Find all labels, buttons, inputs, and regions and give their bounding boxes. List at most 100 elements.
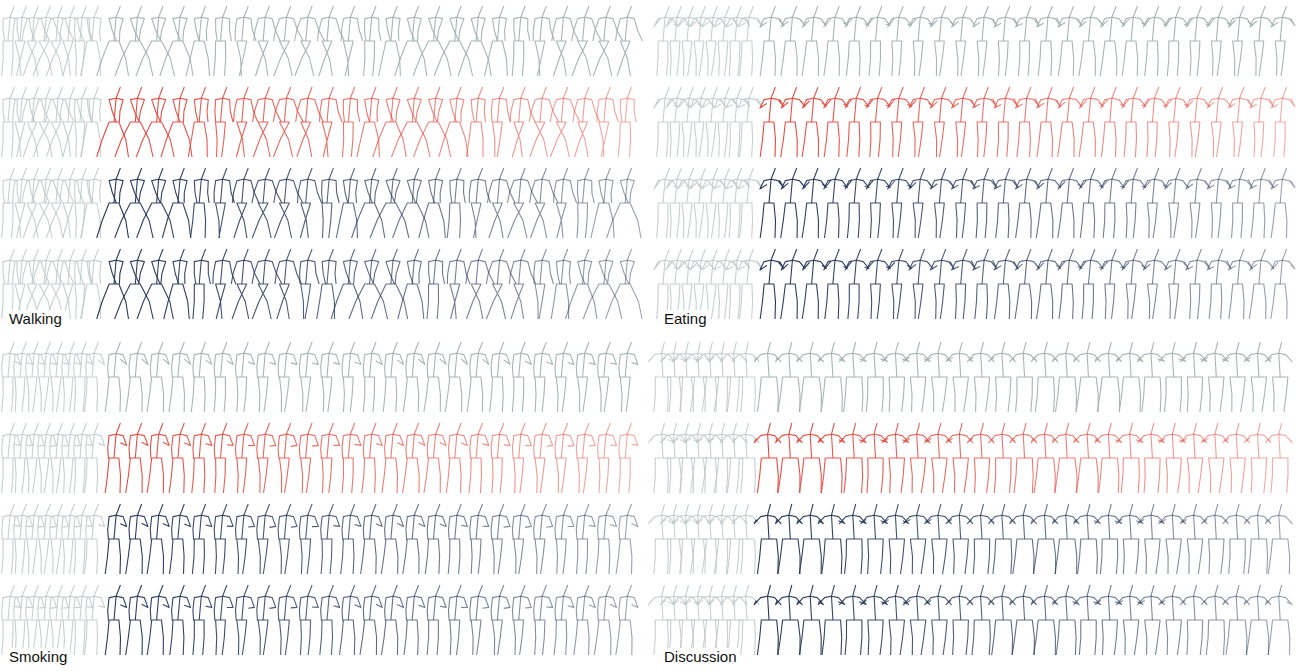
skeleton-limb [193,515,212,540]
skeleton-limb [1211,203,1221,238]
skeleton-limb [105,377,120,412]
skeleton-limb [604,249,610,284]
skeleton-limb [257,515,276,540]
skeleton-limb [342,596,361,621]
skeleton-limb [824,122,839,157]
skeleton-limb [38,515,57,540]
skeleton-limb [760,179,784,189]
skeleton-limb [1101,179,1125,189]
skeleton-limb [497,249,503,284]
skeleton-limb [789,585,792,620]
skeleton-limb [909,98,933,108]
skeleton-limb [231,260,260,284]
skeleton-limb [50,434,69,459]
skeleton-limb [1067,249,1073,284]
skeleton-limb [129,515,148,540]
skeleton-limb [726,377,742,412]
skeleton-limb [257,434,276,459]
skeleton-limb [157,6,163,41]
skeleton-limb [274,203,291,238]
skeleton-limb [996,377,1011,412]
skeleton-limb [199,6,205,41]
action-label: Eating [661,310,710,328]
skeleton-limb [1037,122,1053,157]
skeleton-limb [8,342,14,377]
skeleton-limb [897,249,903,284]
skeleton-limb [2,539,13,574]
skeleton-limb [80,168,86,203]
skeleton-limb [1280,87,1286,122]
skeleton-limb [1002,504,1005,539]
skeleton-limb [170,539,185,574]
skeleton-limb [256,41,269,76]
skeleton-limb [14,434,33,459]
skeleton-limb [152,260,166,284]
skeleton-limb [1279,585,1282,620]
skeleton-limb [799,458,821,493]
skeleton-limb [616,539,632,574]
skeleton-limb [1003,6,1009,41]
skeleton-limb [75,98,93,122]
skeleton-limb [1152,168,1158,203]
skeleton-limb [625,6,631,41]
skeleton-limb [540,585,546,620]
skeleton-limb [812,87,818,122]
skeleton-limb [434,423,440,458]
skeleton-limb [870,122,881,157]
skeleton-limb [86,515,105,540]
skeleton-limb [781,203,798,238]
skeleton-limb [1186,179,1210,189]
skeleton-limb [1079,179,1103,189]
skeleton-limb [234,98,258,122]
skeleton-limb [833,87,839,122]
skeleton-limb [152,98,166,122]
skeleton-limb [892,284,902,319]
skeleton-limb [348,87,354,122]
skeleton-limb [574,122,588,157]
skeleton-limb [476,249,482,284]
skeleton-limb [74,434,93,459]
skeleton-limb [322,179,340,203]
skeleton-limb [976,203,987,238]
skeleton-limb [1023,342,1026,377]
skeleton-limb [714,98,738,108]
skeleton-limb [1195,249,1201,284]
skeleton-limb [938,342,941,377]
skeleton-limb [1216,249,1222,284]
skeleton-limb [322,203,332,238]
skeleton-limb [1271,284,1287,319]
skeleton-limb [20,585,26,620]
skeleton-limb [974,458,989,493]
skeleton-limb [625,87,631,122]
skeleton-limb [812,6,818,41]
skeleton-limb [994,179,1018,189]
skeleton-limb [1034,539,1056,574]
skeleton-limb [760,98,784,108]
skeleton-limb [729,122,740,157]
skeleton-limb [1174,6,1180,41]
skeleton-limb [1099,458,1119,493]
skeleton-limb [1190,41,1200,76]
skeleton-limb [365,179,379,203]
skeleton-limb [616,17,643,41]
skeleton-limb [370,585,376,620]
skeleton-limb [342,458,353,493]
skeleton-limb [737,377,756,412]
skeleton-limb [869,41,880,76]
skeleton-limb [322,377,332,412]
skeleton-limb [876,6,882,41]
skeleton-limb [280,377,290,412]
skeleton-limb [512,434,531,459]
skeleton-limb [848,284,859,319]
skeleton-limb [993,539,1012,574]
skeleton-limb [888,98,912,108]
skeleton-limb [1194,504,1197,539]
skeleton-limb [654,98,678,108]
skeleton-limb [85,620,98,655]
skeleton-limb [1186,260,1210,270]
skeleton-limb [1124,122,1137,157]
skeleton-limb [1016,260,1040,270]
skeleton-limb [1186,98,1210,108]
skeleton-limb [726,17,750,27]
skeleton-limb [493,620,503,655]
